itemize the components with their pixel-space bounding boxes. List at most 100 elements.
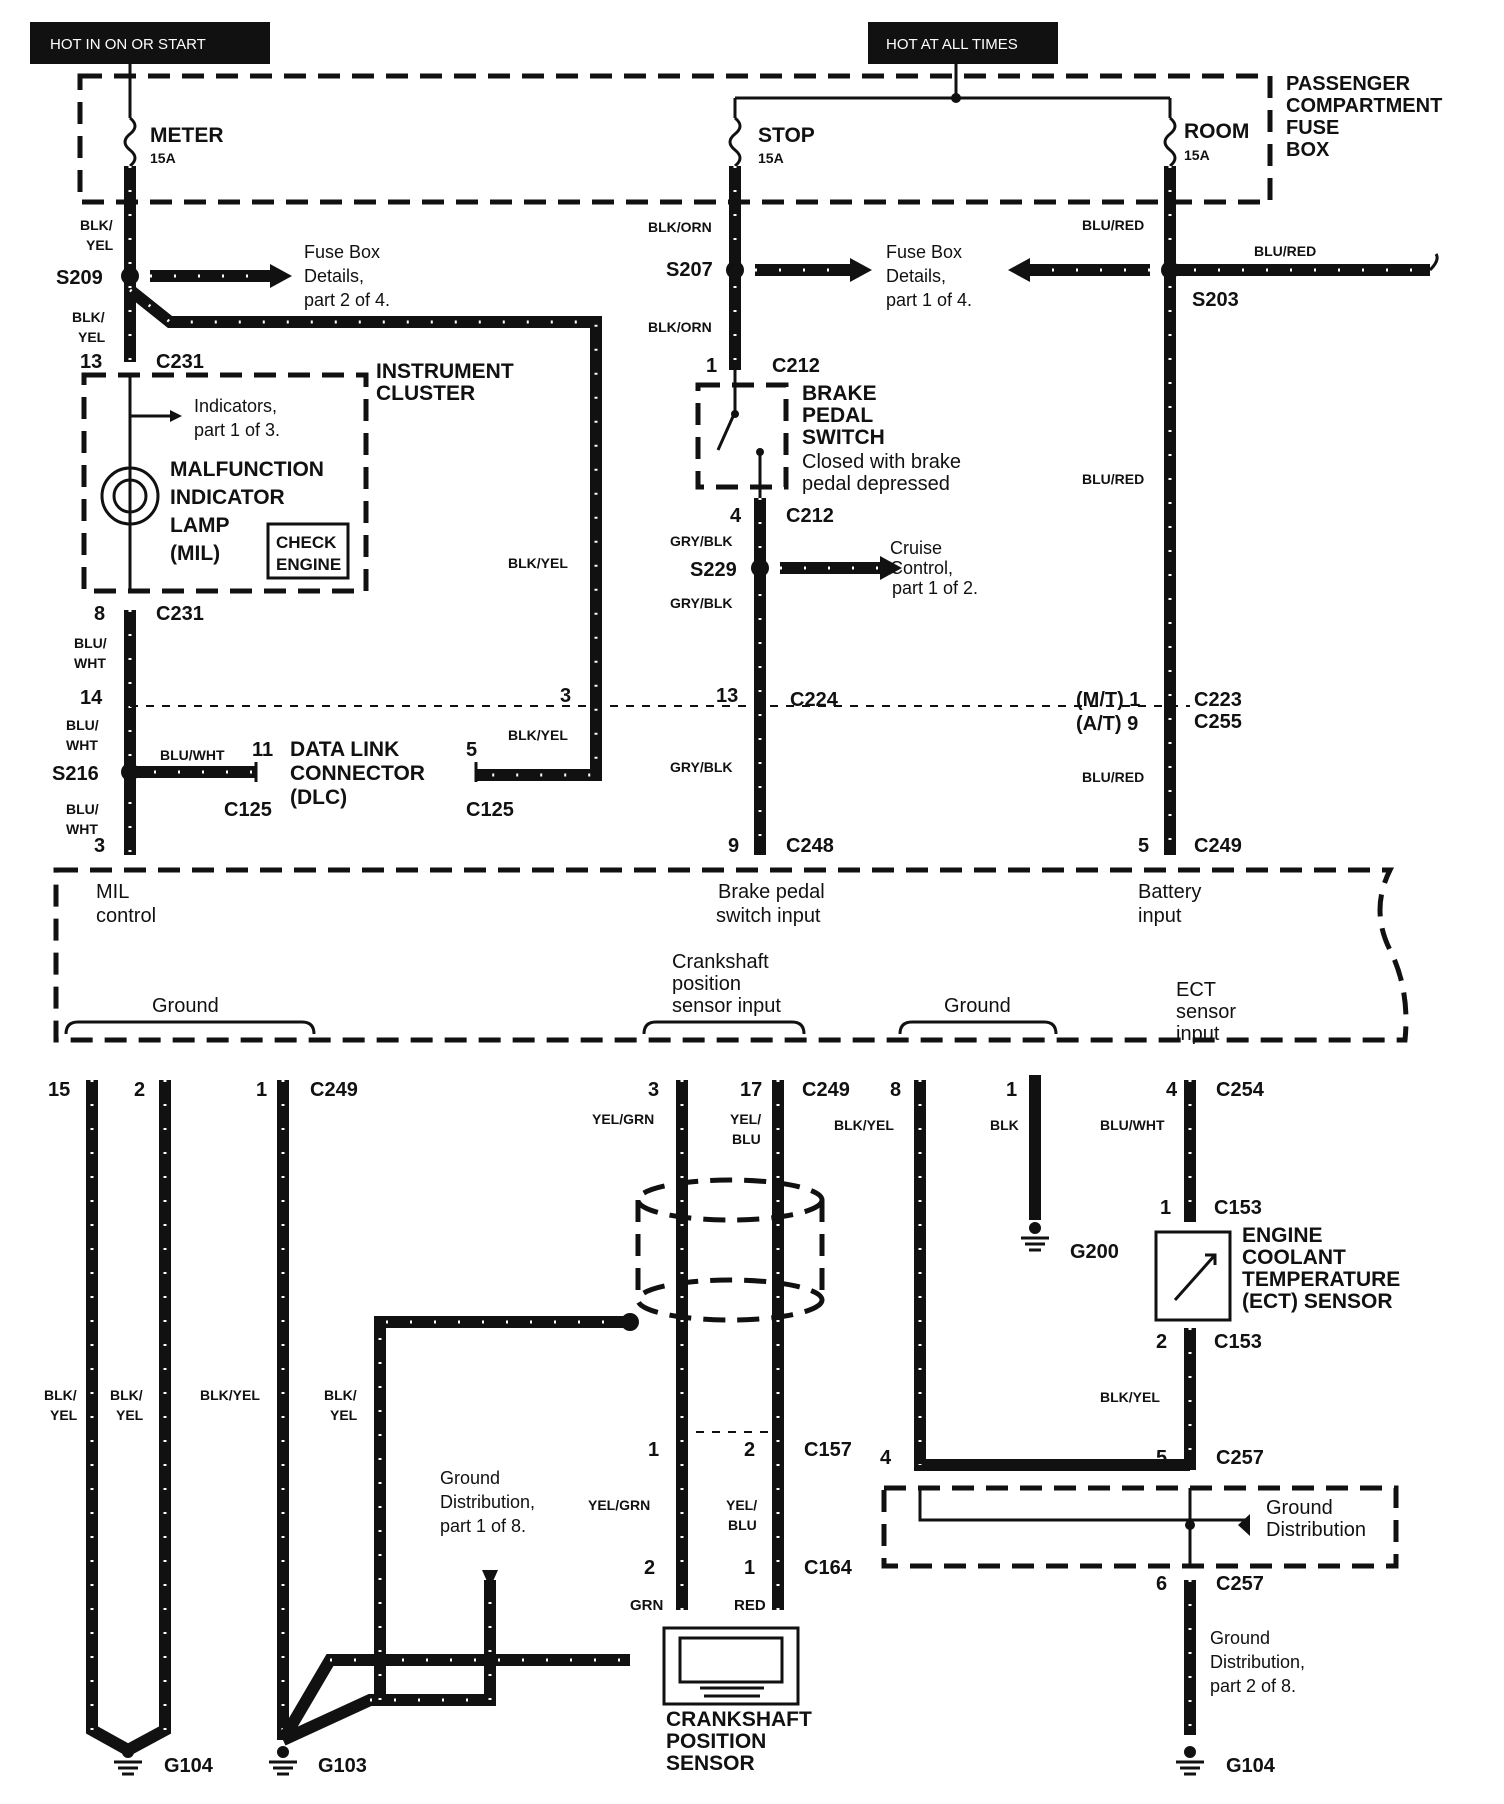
wire-yel-blu-2a: YEL/	[726, 1497, 757, 1513]
wire-blu-red-4: BLU/RED	[1082, 769, 1144, 785]
connector-c125-b: C125	[466, 799, 514, 821]
ground-g103-label: G103	[318, 1755, 367, 1777]
pin-3-c224: 3	[560, 685, 571, 707]
pin-mt1: (M/T) 1	[1076, 689, 1140, 711]
ecm-ckp-input-l3: sensor input	[672, 995, 781, 1017]
connector-c249-left: C249	[310, 1079, 358, 1101]
wire-blu-wht-3a: BLU/	[66, 801, 99, 817]
ecm-ect-input-l1: ECT	[1176, 979, 1216, 1001]
pin-15-c249: 15	[48, 1079, 70, 1101]
wire-blu-wht-3b: WHT	[66, 821, 98, 837]
fuse-stop-rating: 15A	[758, 150, 784, 166]
fuse-box-outline	[77, 73, 1273, 205]
wire-blu-red-3: BLU/RED	[1082, 471, 1144, 487]
connector-c248: C248	[786, 835, 834, 857]
pin-5-c257: 5	[1156, 1447, 1167, 1469]
fuse-box-label-3: FUSE	[1286, 117, 1339, 139]
ecm-ect-input-l2: sensor	[1176, 1001, 1236, 1023]
connector-c223: C223	[1194, 689, 1242, 711]
pin-2-c249: 2	[134, 1079, 145, 1101]
fuse-details-2-l3: part 2 of 4.	[304, 290, 390, 310]
dlc-l1: DATA LINK	[290, 738, 399, 761]
wire-grn: GRN	[630, 1597, 663, 1614]
brake-switch-outline	[695, 382, 789, 490]
mil-l3: LAMP	[170, 514, 230, 537]
instrument-cluster-l1: INSTRUMENT	[376, 360, 514, 383]
ckp-l1: CRANKSHAFT	[666, 1708, 812, 1731]
ground-dist-2-l1: Ground	[1210, 1628, 1270, 1648]
wire-blu-wht-ect: BLU/WHT	[1100, 1117, 1165, 1133]
ground-dist-1-l1: Ground	[440, 1468, 500, 1488]
ecm-ckp-input-l2: position	[672, 973, 741, 995]
connector-c157: C157	[804, 1439, 852, 1461]
ground-dist-l1: Ground	[1266, 1497, 1333, 1519]
connector-c164: C164	[804, 1557, 853, 1579]
check-engine-line2: ENGINE	[276, 555, 341, 574]
hot-at-all-label: HOT AT ALL TIMES	[886, 36, 1018, 53]
pin-8-c249: 8	[890, 1079, 901, 1101]
dlc-l2: CONNECTOR	[290, 762, 425, 785]
splice-s203-label: S203	[1192, 289, 1239, 311]
wire-blk-yel-g1b: YEL	[50, 1407, 78, 1423]
wire-blu-wht-dlc: BLU/WHT	[160, 747, 225, 763]
connector-c125-a: C125	[224, 799, 272, 821]
splice-s216	[121, 763, 139, 781]
wire-blk-yel-1a: BLK/	[80, 217, 113, 233]
ecm-battery-input-l2: input	[1138, 905, 1182, 927]
indicators-l1: Indicators,	[194, 396, 277, 416]
pin-13-c231: 13	[80, 351, 102, 373]
wire-gry-blk-2: GRY/BLK	[670, 595, 732, 611]
hot-in-on-box	[30, 22, 270, 64]
ect-l1: ENGINE	[1242, 1224, 1323, 1247]
ground-symbol-g104-left	[114, 1746, 142, 1776]
wire-blu-wht-1b: WHT	[74, 655, 106, 671]
ecm-mil-control-l2: control	[96, 905, 156, 927]
ecm-mil-control-l1: MIL	[96, 881, 129, 903]
fuse-room-name: ROOM	[1184, 120, 1249, 143]
ground-dist-1-l2: Distribution,	[440, 1492, 535, 1512]
pin-2-c153: 2	[1156, 1331, 1167, 1353]
wire-blk-yel-c153: BLK/YEL	[1100, 1389, 1160, 1405]
pin-8-c231: 8	[94, 603, 105, 625]
fuse-box-label-4: BOX	[1286, 139, 1330, 161]
wire-blk-yel-g1a: BLK/	[44, 1387, 77, 1403]
pin-2-c157: 2	[744, 1439, 755, 1461]
hot-at-all-box	[868, 22, 1058, 64]
wire-blk-yel-1b: YEL	[86, 237, 114, 253]
fuse-meter-rating: 15A	[150, 150, 176, 166]
pin-14-c224: 14	[80, 687, 103, 709]
pin-11-dlc: 11	[252, 739, 273, 761]
pin-13-c224: 13	[716, 685, 738, 707]
pin-17-c249: 17	[740, 1079, 762, 1101]
wire-blu-wht-2b: WHT	[66, 737, 98, 753]
stop-fuse-icon	[728, 116, 742, 168]
ground-distribution-outline	[881, 1485, 1399, 1569]
ground-dist-1-l3: part 1 of 8.	[440, 1516, 526, 1536]
pin-1-c153: 1	[1160, 1197, 1171, 1219]
wire-yel-grn-1: YEL/GRN	[592, 1111, 654, 1127]
wire-yel-grn-2: YEL/GRN	[588, 1497, 650, 1513]
ground-dist-2-l2: Distribution,	[1210, 1652, 1305, 1672]
pin-1-c212: 1	[706, 355, 717, 377]
ect-l2: COOLANT	[1242, 1246, 1346, 1269]
wire-blk-yel-g4b: YEL	[330, 1407, 358, 1423]
wire-yel-blu-1b: BLU	[732, 1131, 761, 1147]
wire-blk-yel-g3: BLK/YEL	[200, 1387, 260, 1403]
instrument-cluster-l2: CLUSTER	[376, 382, 475, 405]
ect-l3: TEMPERATURE	[1242, 1268, 1400, 1291]
connector-c153-top: C153	[1214, 1197, 1262, 1219]
brake-switch-l1: BRAKE	[802, 382, 877, 405]
splice-s207-label: S207	[666, 259, 713, 281]
wire-blk-orn-1: BLK/ORN	[648, 219, 712, 235]
splice-s203	[1161, 261, 1179, 279]
ecm-ground-right: Ground	[944, 995, 1011, 1017]
fuse-details-2-l1: Fuse Box	[304, 242, 380, 262]
wire-blk-yel-cluster: BLK/YEL	[508, 555, 568, 571]
ect-l4: (ECT) SENSOR	[1242, 1290, 1393, 1313]
pin-1-c164: 1	[744, 1557, 755, 1579]
pin-5-dlc: 5	[466, 739, 477, 761]
brake-switch-l2: PEDAL	[802, 404, 873, 427]
ground-symbol-g104-right	[1176, 1746, 1204, 1776]
ecm-brake-input-l1: Brake pedal	[718, 881, 825, 903]
